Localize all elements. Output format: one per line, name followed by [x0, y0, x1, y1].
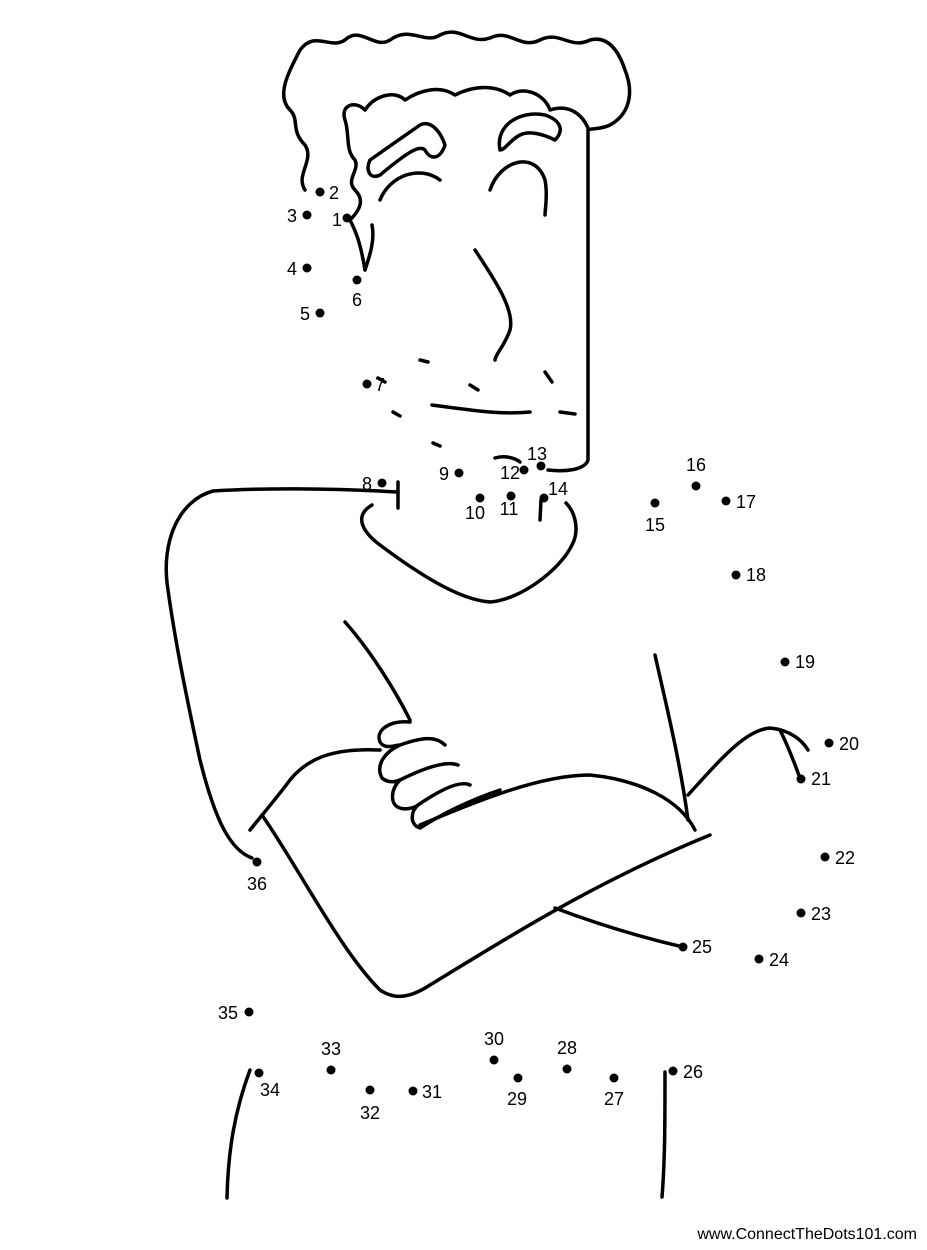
- torso-left: [343, 620, 412, 722]
- dot-label-25: 25: [692, 937, 712, 957]
- dot-21: [796, 774, 806, 784]
- dot-19: [780, 657, 790, 667]
- left-shoulder: [164, 487, 400, 860]
- dot-label-6: 6: [352, 290, 362, 310]
- dot-label-21: 21: [811, 769, 831, 789]
- dot-label-24: 24: [769, 950, 789, 970]
- dot-label-26: 26: [683, 1062, 703, 1082]
- dot-29: [513, 1073, 523, 1083]
- right-eye-lid: [488, 160, 549, 217]
- dot-32: [365, 1085, 375, 1095]
- dot-label-32: 32: [360, 1103, 380, 1123]
- dot-11: [506, 491, 516, 501]
- dot-label-5: 5: [300, 304, 310, 324]
- dot-label-23: 23: [811, 904, 831, 924]
- dot-label-20: 20: [839, 734, 859, 754]
- dot-35: [244, 1007, 254, 1017]
- dot-label-35: 35: [218, 1003, 238, 1023]
- right-leg: [660, 1070, 667, 1199]
- dot-31: [408, 1086, 418, 1096]
- dot-1: [342, 213, 352, 223]
- dot-28: [562, 1064, 572, 1074]
- dot-label-13: 13: [527, 444, 547, 464]
- dot-label-36: 36: [247, 874, 267, 894]
- website-credit: www.ConnectTheDots101.com: [697, 1226, 917, 1243]
- dot-label-9: 9: [439, 464, 449, 484]
- dot-18: [731, 570, 741, 580]
- dot-33: [326, 1065, 336, 1075]
- dot-6: [352, 275, 362, 285]
- dot-label-4: 4: [287, 259, 297, 279]
- dot-label-10: 10: [465, 503, 485, 523]
- dot-16: [691, 481, 701, 491]
- dot-label-29: 29: [507, 1089, 527, 1109]
- dot-label-7: 7: [375, 375, 385, 395]
- left-forearm: [248, 747, 382, 832]
- dot-label-14: 14: [548, 479, 568, 499]
- right-elbow: [686, 726, 810, 797]
- dot-label-31: 31: [422, 1082, 442, 1102]
- dot-label-33: 33: [321, 1039, 341, 1059]
- dot-5: [315, 308, 325, 318]
- dot-15: [650, 498, 660, 508]
- dot-22: [820, 852, 830, 862]
- right-arm-under: [553, 906, 685, 949]
- dot-2: [315, 187, 325, 197]
- dot-label-2: 2: [329, 183, 339, 203]
- nose: [473, 248, 513, 362]
- dot-30: [489, 1055, 499, 1065]
- dot-12: [519, 465, 529, 475]
- face-edge: [546, 128, 590, 473]
- dot-9: [454, 468, 464, 478]
- dot-4: [302, 263, 312, 273]
- dot-label-34: 34: [260, 1080, 280, 1100]
- hair-front: [342, 85, 590, 272]
- neck: [538, 498, 543, 522]
- dot-label-16: 16: [686, 455, 706, 475]
- dot-8: [377, 478, 387, 488]
- dot-3: [302, 210, 312, 220]
- dot-34: [254, 1068, 264, 1078]
- dot-label-30: 30: [484, 1029, 504, 1049]
- dot-24: [754, 954, 764, 964]
- dot-label-18: 18: [746, 565, 766, 585]
- dot-label-22: 22: [835, 848, 855, 868]
- torso-right: [653, 653, 690, 822]
- mouth: [430, 403, 532, 415]
- hair-outline: [281, 30, 632, 192]
- left-eyebrow: [366, 122, 447, 178]
- dot-label-12: 12: [500, 463, 520, 483]
- dot-14: [539, 493, 549, 503]
- dot-7: [362, 379, 372, 389]
- dot-label-1: 1: [332, 210, 342, 230]
- dot-label-19: 19: [795, 652, 815, 672]
- dot-27: [609, 1073, 619, 1083]
- left-eye-lid: [378, 171, 442, 202]
- dot-23: [796, 908, 806, 918]
- dot-10: [475, 493, 485, 503]
- dot-label-8: 8: [362, 474, 372, 494]
- arm-lower: [260, 813, 712, 998]
- dot-label-27: 27: [604, 1089, 624, 1109]
- dot-label-28: 28: [557, 1038, 577, 1058]
- fingers: [377, 720, 502, 830]
- hair-tuft: [363, 223, 375, 272]
- dot-13: [536, 461, 546, 471]
- dot-36: [252, 857, 262, 867]
- dot-25: [678, 942, 688, 952]
- dot-label-17: 17: [736, 492, 756, 512]
- dot-20: [824, 738, 834, 748]
- right-arm-top: [418, 773, 697, 832]
- dot-label-11: 11: [500, 499, 519, 519]
- collar: [360, 501, 578, 604]
- right-eyebrow: [497, 112, 562, 152]
- dot-26: [668, 1066, 678, 1076]
- dot-label-3: 3: [287, 206, 297, 226]
- dot-label-15: 15: [645, 515, 665, 535]
- dot-17: [721, 496, 731, 506]
- left-leg: [225, 1068, 252, 1200]
